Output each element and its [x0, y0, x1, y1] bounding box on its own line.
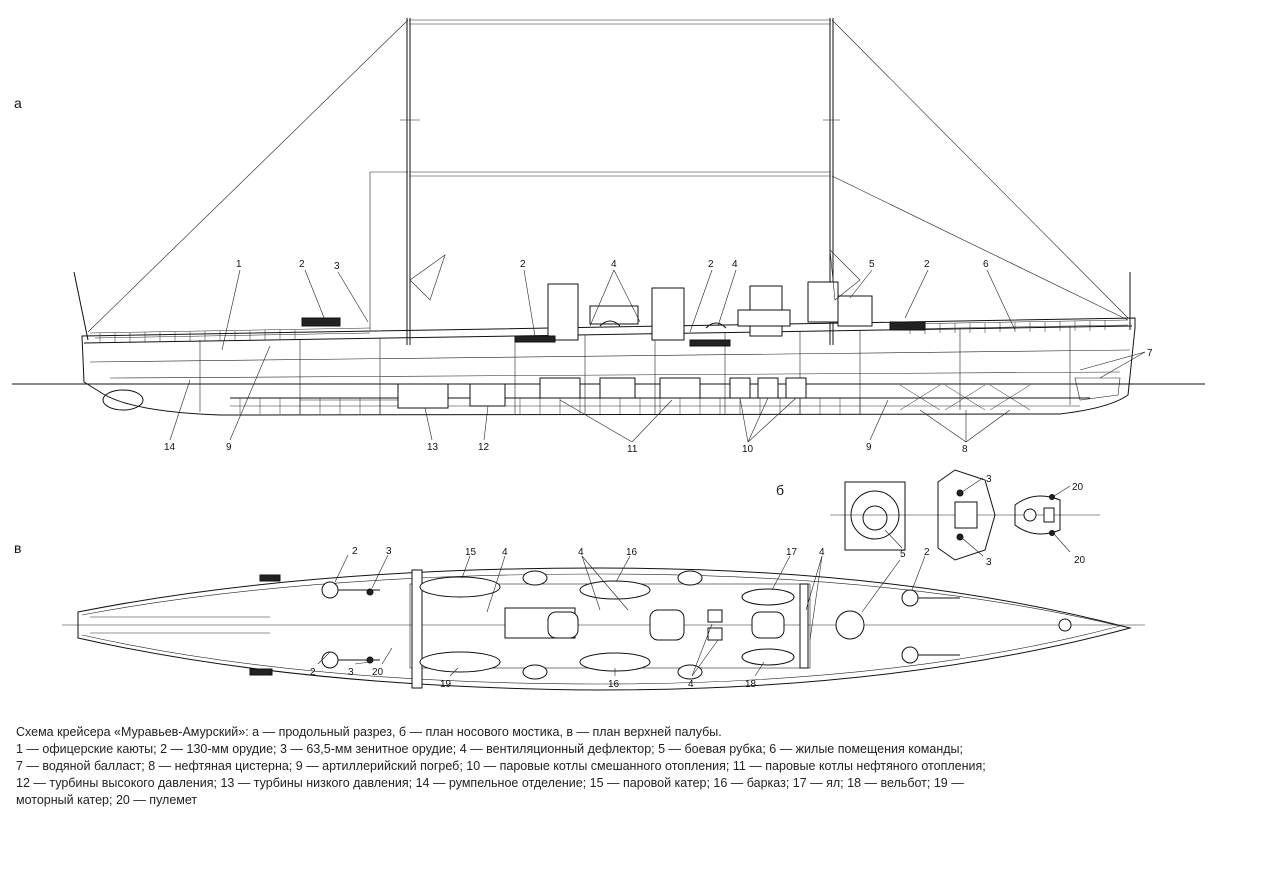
label-2-bow: 2 — [924, 259, 930, 270]
bridge-label-3-top: 3 — [986, 474, 992, 485]
bridge-label-20-top: 20 — [1072, 482, 1084, 493]
label-2-mid: 2 — [520, 259, 526, 270]
bridge-label-3-bottom: 3 — [986, 557, 992, 568]
deck-label-16-top: 16 — [626, 547, 638, 558]
deck-label-4-fwd: 4 — [819, 547, 825, 558]
longboat-top — [579, 580, 651, 600]
label-13: 13 — [427, 442, 439, 453]
label-11: 11 — [627, 444, 638, 455]
label-5: 5 — [869, 259, 875, 270]
label-7: 7 — [1147, 348, 1153, 359]
deck-label-3-bottom: 3 — [348, 667, 354, 678]
label-8: 8 — [962, 444, 968, 455]
caption-line-4: 12 — турбины высокого давления; 13 — тур… — [16, 776, 964, 790]
label-6: 6 — [983, 259, 989, 270]
caption-line-3: 7 — водяной балласт; 8 — нефтяная цистер… — [16, 759, 986, 773]
deck-label-2-bottom: 2 — [310, 667, 316, 678]
label-4-mid: 4 — [611, 259, 617, 270]
deck-label-17: 17 — [786, 547, 798, 558]
panel-a-letter: а — [14, 95, 22, 111]
deck-label-4-aft: 4 — [502, 547, 508, 558]
label-10: 10 — [742, 444, 754, 455]
label-9-fwd: 9 — [866, 442, 872, 453]
label-4-fwd: 4 — [732, 259, 738, 270]
section-side-view: 1 2 3 2 4 2 4 5 2 6 7 14 9 13 12 11 10 9… — [12, 18, 1205, 455]
motor-launch — [419, 651, 501, 673]
label-2-fwd: 2 — [708, 259, 714, 270]
bridge-label-20-bottom: 20 — [1074, 555, 1086, 566]
panel-b-letter: б — [776, 482, 784, 498]
label-2-stern: 2 — [299, 259, 305, 270]
figure-caption: Схема крейсера «Муравьев-Амурский»: а — … — [16, 724, 1226, 809]
deck-label-4-bottom: 4 — [688, 679, 694, 690]
label-14: 14 — [164, 442, 176, 453]
label-1: 1 — [236, 259, 242, 270]
yawl — [741, 588, 795, 606]
deck-label-18: 18 — [745, 679, 757, 690]
bridge-plan: 5 3 3 20 20 — [830, 469, 1100, 568]
deck-label-19: 19 — [440, 679, 452, 690]
deck-label-15: 15 — [465, 547, 477, 558]
bridge-label-5: 5 — [900, 549, 906, 560]
deck-label-2-bow: 2 — [924, 547, 930, 558]
deck-label-2-top: 2 — [352, 546, 358, 557]
whaleboat — [741, 648, 795, 666]
deck-label-20: 20 — [372, 667, 384, 678]
deck-label-4-mid: 4 — [578, 547, 584, 558]
caption-line-2: 1 — офицерские каюты; 2 — 130-мм орудие;… — [16, 742, 963, 756]
caption-line-5: моторный катер; 20 — пулемет — [16, 793, 198, 807]
deck-label-3-top: 3 — [386, 546, 392, 557]
label-9-aft: 9 — [226, 442, 232, 453]
upper-deck-plan: 2 3 15 4 4 16 17 4 2 2 3 20 19 16 4 18 — [62, 546, 1145, 691]
deck-label-16-bottom: 16 — [608, 679, 620, 690]
panel-v-letter: в — [14, 540, 21, 556]
label-3: 3 — [334, 261, 340, 272]
caption-line-1: Схема крейсера «Муравьев-Амурский»: а — … — [16, 725, 722, 739]
label-12: 12 — [478, 442, 490, 453]
steam-launch — [419, 576, 501, 598]
